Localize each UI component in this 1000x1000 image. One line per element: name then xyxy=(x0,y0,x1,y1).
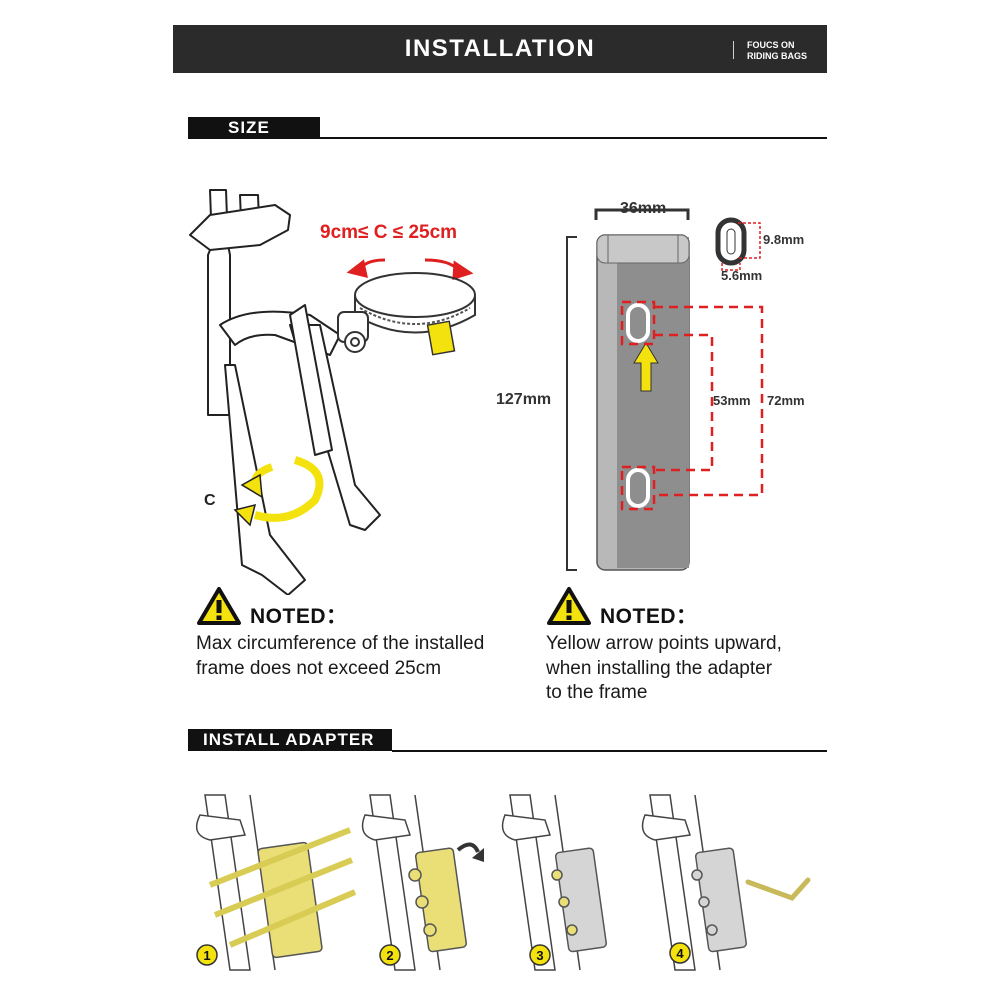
adapter-dimension-diagram xyxy=(566,208,764,571)
hex-key-icon xyxy=(745,877,811,901)
adapter-width-label: 36mm xyxy=(620,200,667,217)
warning-icon xyxy=(547,587,591,625)
note-2-line-1: Yellow arrow points upward, xyxy=(546,633,782,654)
note-2-text: Yellow arrow points upward, when install… xyxy=(546,632,782,706)
page-title: INSTALLATION xyxy=(404,35,596,62)
circumference-symbol: C xyxy=(204,492,216,509)
warning-icon xyxy=(197,587,241,625)
adapter-height-label: 127mm xyxy=(496,391,552,408)
note-2-heading: NOTED： xyxy=(600,605,698,628)
hole-spacing-inner-label: 53mm xyxy=(713,393,751,408)
note-1-line-1: Max circumference of the installed xyxy=(196,633,485,654)
note-1-text: Max circumference of the installed frame… xyxy=(196,632,484,681)
circumference-arrows-icon xyxy=(346,258,474,281)
hole-height-label: 9.8mm xyxy=(763,232,805,247)
step-3-illustration: 3 xyxy=(501,794,607,971)
step-3-number: 3 xyxy=(536,948,543,963)
rotate-arrow-icon xyxy=(233,456,324,527)
tagline-line-2: RIDING BAGS xyxy=(747,51,808,61)
note-1-line-2: frame does not exceed 25cm xyxy=(196,657,442,679)
hole-width-label: 5.6mm xyxy=(721,268,763,283)
hole-spacing-outer-label: 72mm xyxy=(767,393,805,408)
circumference-range-label: 9cm≤ C ≤ 25cm xyxy=(320,222,458,243)
header-bar: INSTALLATION FOUCS ON RIDING BAGS xyxy=(173,25,827,73)
note-1-heading: NOTED： xyxy=(250,605,348,628)
header-divider xyxy=(733,41,734,59)
section-rule-install-adapter xyxy=(392,750,827,752)
note-2-line-3: to the frame xyxy=(546,682,648,703)
hose-clamp-diagram xyxy=(337,258,476,356)
note-2-line-2: when installing the adapter xyxy=(546,657,773,679)
step-4-illustration: 4 xyxy=(641,794,811,971)
step-2-illustration: 2 xyxy=(361,794,484,971)
step-1-illustration: 1 xyxy=(195,794,357,971)
section-title-size: SIZE xyxy=(188,117,320,139)
section-rule-size xyxy=(320,137,827,139)
tagline-line-1: FOUCS ON xyxy=(747,40,795,50)
section-title-install-adapter: INSTALL ADAPTER xyxy=(188,729,392,751)
brand-tagline: FOUCS ON RIDING BAGS xyxy=(747,40,807,62)
curved-arrow-icon xyxy=(456,842,484,862)
step-2-number: 2 xyxy=(386,948,393,963)
step-4-number: 4 xyxy=(676,946,684,961)
step-1-number: 1 xyxy=(203,948,210,963)
